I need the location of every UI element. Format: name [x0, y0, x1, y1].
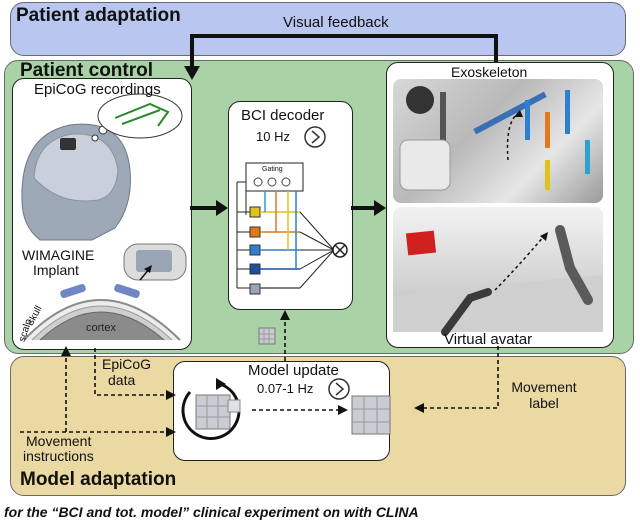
- epicog-data-arrow: [94, 348, 170, 396]
- rotating-model-cube: [181, 378, 241, 441]
- patient-adaptation-band: [10, 2, 626, 56]
- virtual-avatar-label: Virtual avatar: [444, 331, 533, 348]
- movement-label-line2: label: [529, 395, 559, 411]
- decoder-circuit: [236, 126, 348, 295]
- patient-adaptation-title: Patient adaptation: [16, 5, 181, 26]
- recordings-to-decoder-arrow: [190, 200, 228, 216]
- decoder-rate-label: 10 Hz: [256, 129, 290, 144]
- epicog-recordings-label: EpiCoG recordings: [34, 81, 161, 98]
- wimagine-label-line1: WIMAGINE: [22, 247, 95, 263]
- avatar-scene: [393, 225, 603, 336]
- head-illustration: [21, 93, 183, 241]
- cortex-label: cortex: [86, 322, 116, 334]
- epicog-data-label-line2: data: [108, 372, 136, 388]
- small-model-cube: [258, 327, 276, 345]
- movement-label-arrow: [422, 346, 499, 409]
- movement-instructions-line2: instructions: [23, 448, 94, 464]
- update-rate-label: 0.07-1 Hz: [257, 381, 314, 396]
- caption-fragment: for the “BCI and tot. model” clinical ex…: [4, 505, 419, 520]
- target-model-cube: [351, 395, 391, 435]
- model-adaptation-title: Model adaptation: [20, 469, 177, 490]
- exoskeleton-label: Exoskeleton: [451, 64, 528, 80]
- movement-label-line1: Movement: [511, 379, 577, 395]
- bci-decoder-box: [228, 101, 353, 310]
- bci-decoder-label: BCI decoder: [241, 107, 325, 124]
- implant-illustration: [23, 243, 187, 341]
- visual-feedback-arrow: [184, 34, 498, 80]
- decoder-to-output-arrow: [351, 200, 386, 216]
- patient-control-title: Patient control: [20, 60, 154, 81]
- wimagine-label-line2: Implant: [33, 262, 79, 278]
- gating-label: Gating: [262, 166, 283, 173]
- epicog-data-label-line1: EpiCoG: [102, 356, 152, 372]
- model-update-label: Model update: [248, 362, 339, 379]
- movement-instructions-line1: Movement: [26, 433, 92, 449]
- visual-feedback-label: Visual feedback: [283, 14, 389, 31]
- exoskeleton-scene: [399, 86, 590, 191]
